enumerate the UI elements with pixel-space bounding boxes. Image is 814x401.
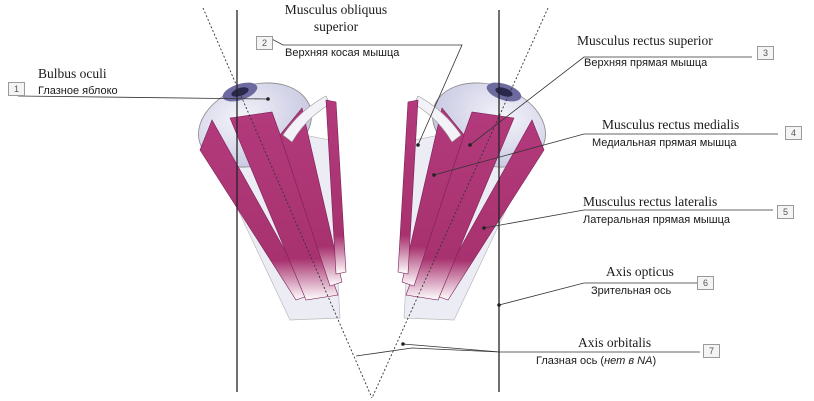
orbital-axis-right-line: [372, 8, 548, 398]
rectus-lateralis-russian: Латеральная прямая мышца: [583, 214, 730, 226]
bulbus-oculi-russian: Глазное яблоко: [38, 85, 118, 97]
right-eye-drawing: [398, 69, 557, 320]
axis-opticus-russian: Зрительная ось: [591, 285, 671, 297]
left-eye-drawing: [187, 69, 346, 320]
axis-opticus-latin: Axis opticus: [606, 264, 674, 280]
obliquus-superior-russian: Верхняя косая мышца: [285, 47, 399, 59]
axis-orbitalis-latin: Axis orbitalis: [578, 335, 651, 351]
rectus-lateralis-latin: Musculus rectus lateralis: [583, 194, 717, 210]
rectus-medialis-russian: Медиальная прямая мышца: [592, 137, 737, 149]
axis-orbitalis-russian: Глазная ось (нет в NA): [536, 355, 656, 367]
label-number-1: 1: [8, 82, 25, 96]
rectus-superior-russian: Верхняя прямая мышца: [584, 57, 707, 69]
orbital-axis-left-line: [203, 8, 372, 398]
bulbus-oculi-latin: Bulbus oculi: [38, 66, 107, 82]
rectus-medialis-latin: Musculus rectus medialis: [602, 117, 739, 133]
label-number-2: 2: [256, 36, 273, 50]
label-number-4: 4: [785, 126, 802, 140]
label-number-5: 5: [777, 205, 794, 219]
rectus-superior-latin: Musculus rectus superior: [577, 33, 713, 49]
label-number-6: 6: [697, 276, 714, 290]
label-number-3: 3: [757, 46, 774, 60]
obliquus-superior-latin-line1: Musculus obliquus: [276, 2, 396, 18]
label-number-7: 7: [703, 344, 720, 358]
obliquus-superior-latin-line2: superior: [276, 19, 396, 35]
